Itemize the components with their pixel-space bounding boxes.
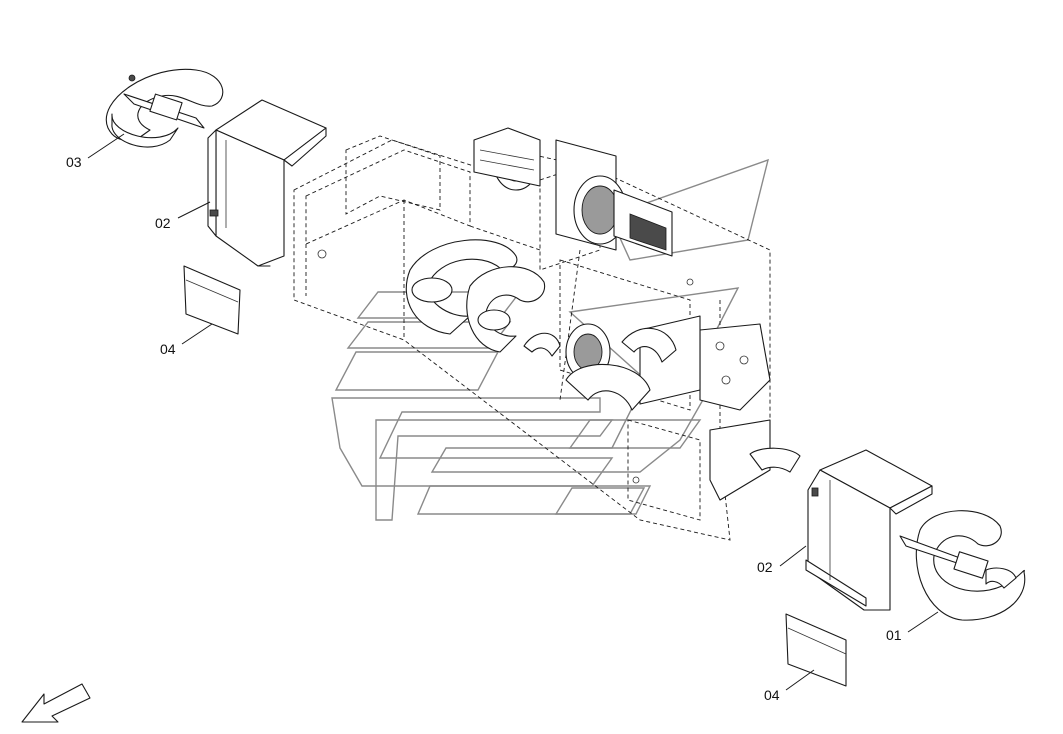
cover-plate-bottom [785, 613, 847, 687]
callout-04-bottom: 04 [764, 687, 780, 703]
guard-frame-top [207, 99, 327, 267]
callout-01-bottom: 01 [886, 627, 902, 643]
arrow-down-left-icon [21, 683, 91, 723]
callout-02-bottom: 02 [757, 559, 773, 575]
callout-03-top: 03 [66, 154, 82, 170]
leader-lines [87, 133, 939, 691]
auger-scroll-bottom-right [899, 510, 1026, 621]
auger-scroll-top-left [105, 68, 224, 148]
cover-plate-top [183, 265, 241, 335]
callout-02-top: 02 [155, 215, 171, 231]
upper-motor-assembly [473, 127, 673, 257]
callout-04-top: 04 [160, 341, 176, 357]
central-augers [405, 239, 677, 411]
guard-frame-bottom [805, 449, 933, 611]
